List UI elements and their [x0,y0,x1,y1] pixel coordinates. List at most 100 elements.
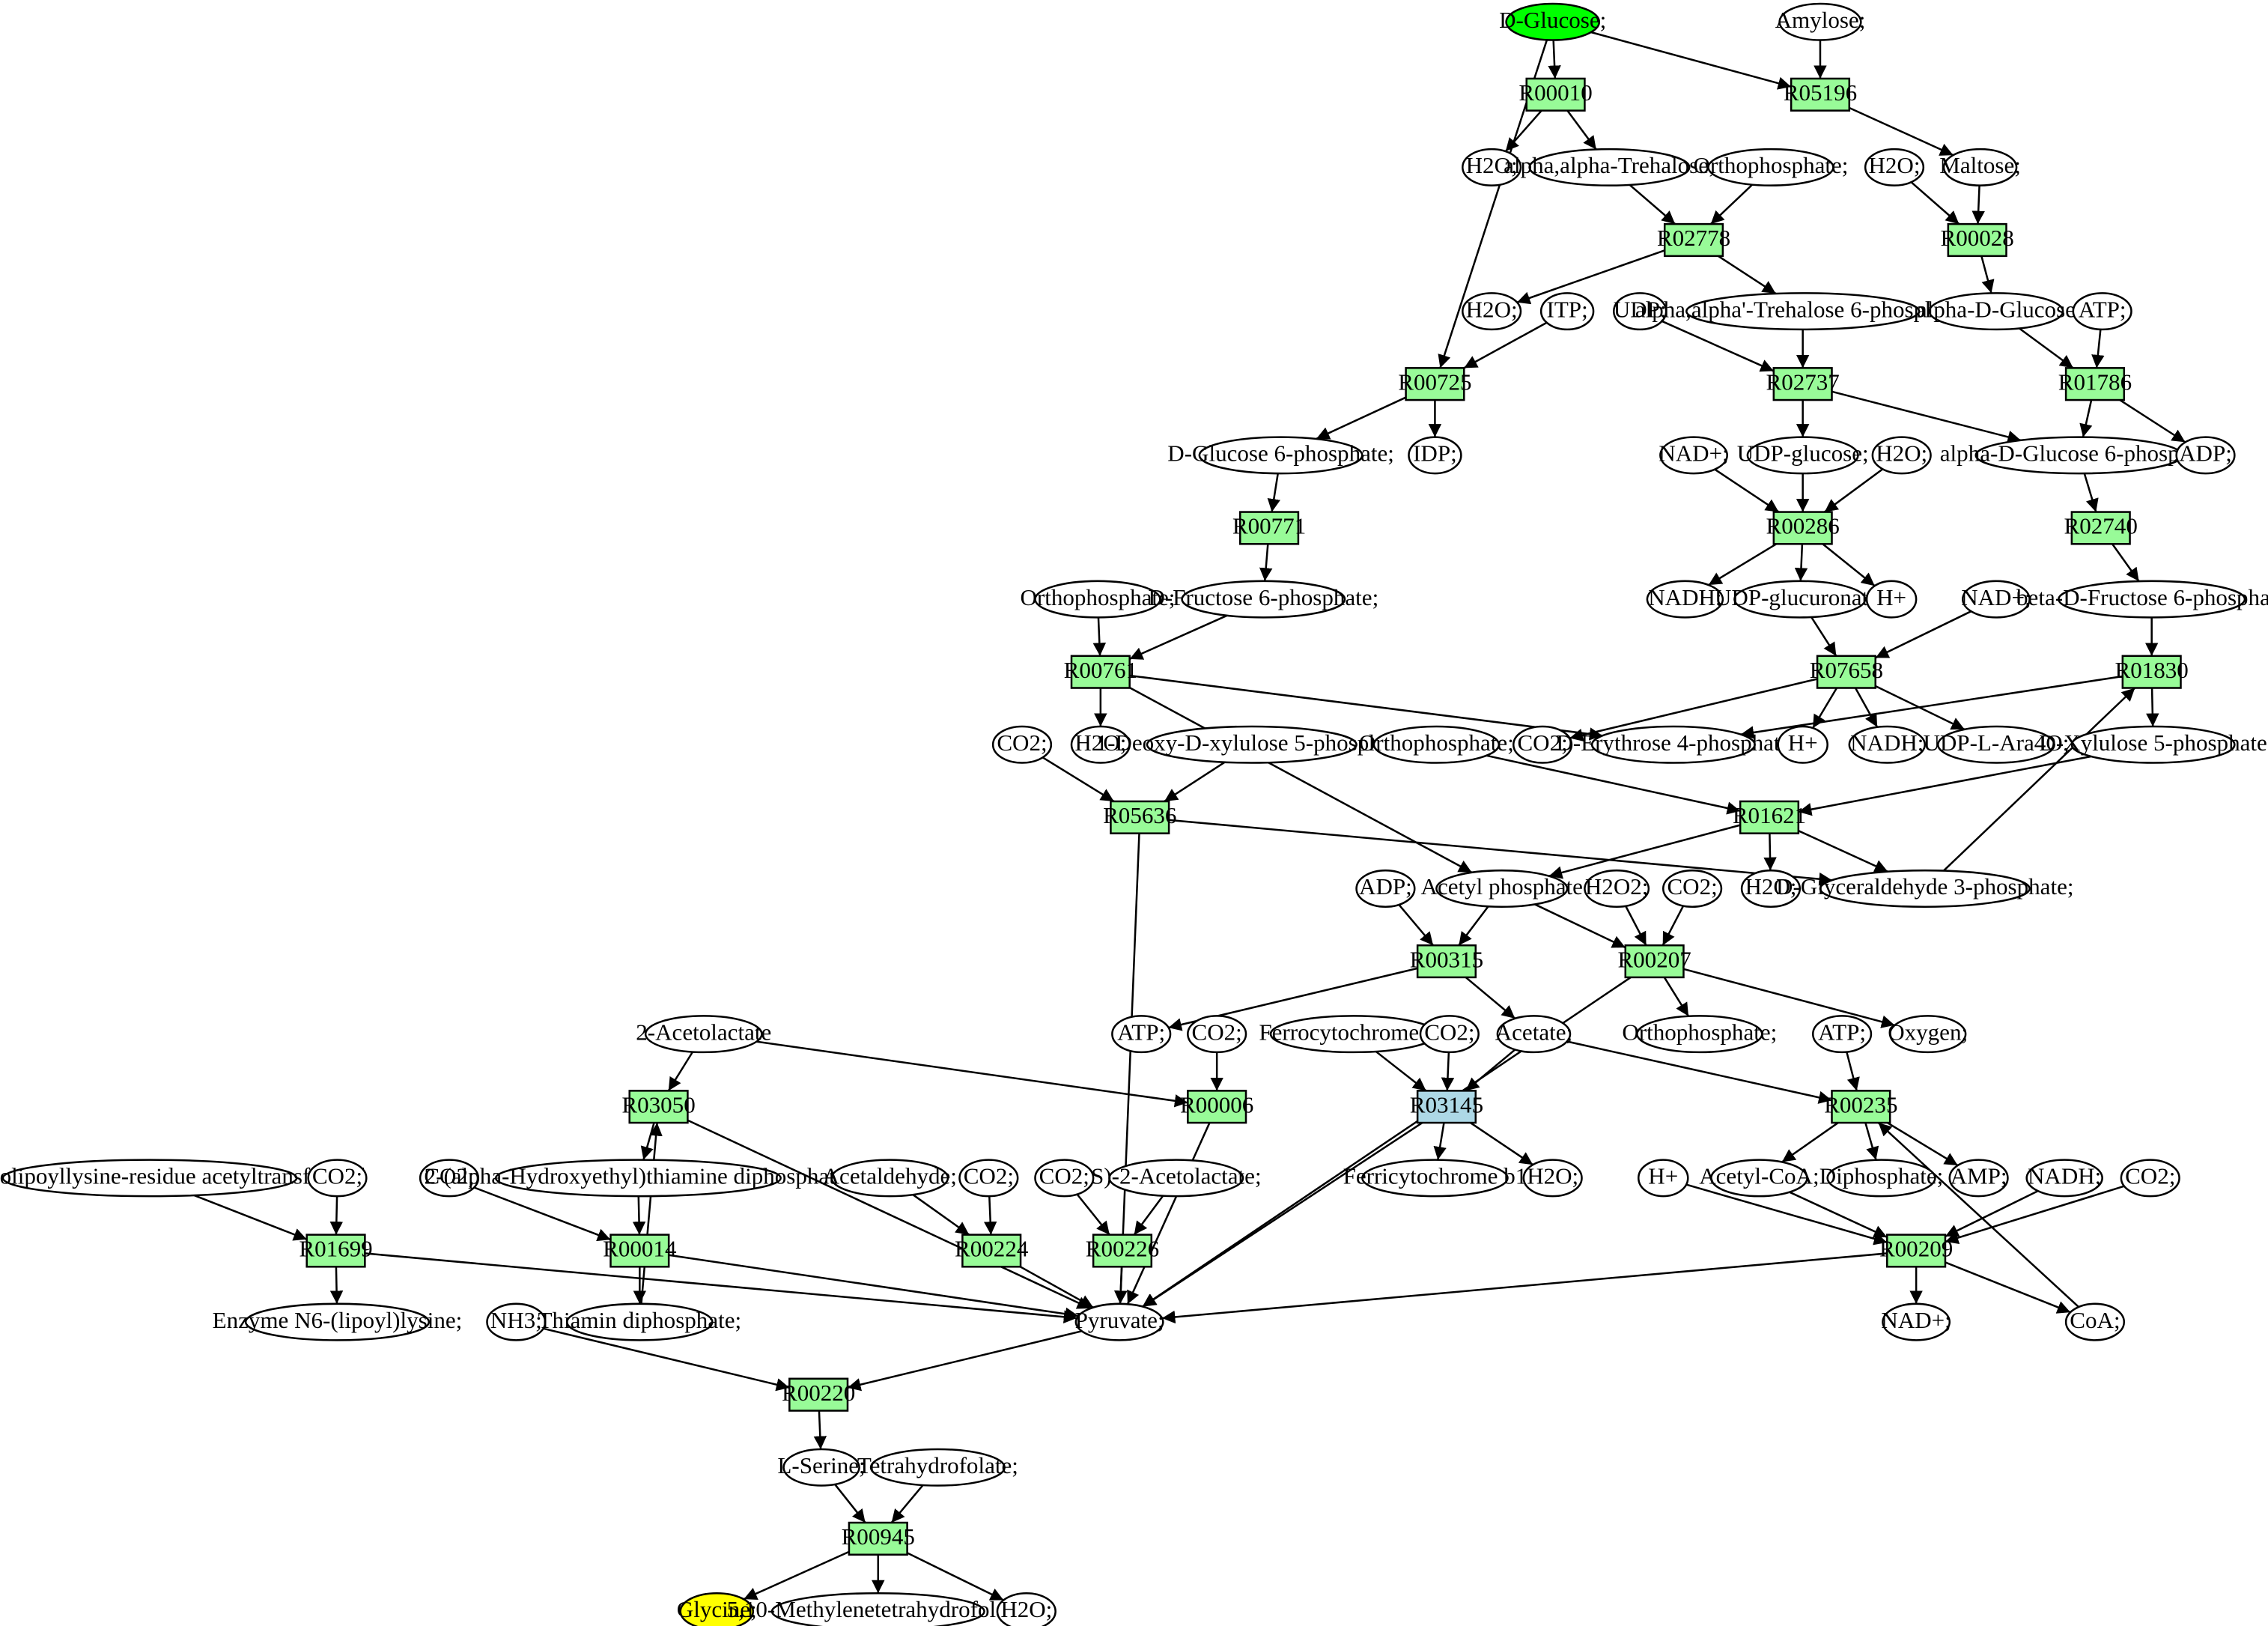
reaction-box [1739,800,1800,834]
edge-ortho_b-to-R00761 [1092,617,1107,656]
reaction-box [1525,77,1586,112]
edge-co2_g-to-R00014 [473,1186,611,1242]
compound-ellipse [1528,148,1691,186]
reaction-box [961,1234,1022,1268]
edge-nadp_a-to-R00286 [1714,468,1780,513]
compound-label: CO2; [312,1163,362,1189]
compound-ellipse [1778,2,1862,41]
compound-ellipse [1777,725,1828,764]
compound-label: H2O; [1466,152,1518,178]
compound-ellipse [494,1159,782,1198]
reaction-label: R00725 [1398,368,1471,395]
compound-label: NADH; [1850,729,1924,756]
compound-ellipse [1710,1159,1808,1198]
compound-node-atp: ATP; [1111,1015,1172,1054]
edge-acetylp-to-R00207 [1534,903,1626,949]
reaction-box [1772,511,1833,545]
reaction-node-r00286: R00286 [1766,511,1840,545]
compound-label: D-Glucose 6-phosphate; [1167,440,1394,467]
compound-node-coa: CoA; [2064,1302,2126,1341]
reaction-box [609,1234,670,1268]
compound-node-diphosphate: Diphosphate; [1819,1159,1943,1198]
compound-ellipse [1435,869,1569,908]
edge-co2_j-to-R00209 [1945,1185,2125,1245]
compound-node-h: H+ [1637,1159,1689,1198]
reaction-box [1790,77,1851,112]
edge-R01621-to-h2o_f [1763,833,1777,871]
compound-label: CO2; [1667,873,1717,900]
compound-ellipse [1198,436,1363,475]
reaction-node-r00315: R00315 [1410,944,1483,979]
compound-node-atp: ATP; [1811,1015,1873,1054]
edge-acetylcoa-to-R00209 [1789,1191,1888,1239]
edge-acetolactate-to-R00006 [756,1040,1188,1108]
edge-lserine-to-R00945 [834,1484,866,1523]
compound-label: Orthophosphate; [1693,152,1848,178]
compound-ellipse [1848,725,1927,764]
compound-label: alpha,alpha'-Trehalose 6-phosphate; [1635,296,1971,322]
reaction-node-r07658: R07658 [1810,655,1883,689]
compound-ellipse [1882,1302,1951,1341]
compound-node-nad: NAD+; [1961,580,2031,619]
compound-label: NAD+; [1659,440,1728,467]
compound-label: Dihydrolipoyllysine-residue acetyltransf… [0,1163,365,1189]
compound-label: NAD+; [1961,584,2031,610]
edge-R00209-to-coa [1945,1261,2071,1314]
edge-R03050-to-hetpp [640,1122,655,1160]
compound-ellipse [1505,2,1601,41]
compound-node-2-acetolactate: 2-Acetolactate [636,1015,771,1054]
edge-R00286-to-hplus_a [1822,543,1876,587]
compound-node-beta-d-fructose-6-phosphate: beta-D-Fructose 6-phosphate [2016,580,2268,619]
compound-ellipse [1928,292,2064,331]
compound-node-h2o: H2O; [1070,725,1131,764]
compound-node-co2: CO2; [1662,869,1723,908]
compound-label: CO2; [1517,729,1567,756]
edge-h2o_d-to-R00286 [1824,468,1884,513]
reaction-label: R01786 [2058,368,2132,395]
reaction-box [1187,1090,1247,1124]
compound-node-acetyl-coa: Acetyl-CoA; [1699,1159,1819,1198]
compound-label: D-Xylulose 5-phosphate [2039,729,2267,756]
compound-ellipse [486,1302,547,1341]
edge-R02737-to-adg6p [1831,390,2022,443]
edge-ortho_c-to-R01621 [1486,754,1741,815]
compound-node-co2: CO2; [958,1159,1019,1198]
edge-adp_b-to-R00315 [1398,904,1435,947]
compound-ellipse [1636,1015,1763,1054]
reaction-box [305,1234,366,1268]
compound-ellipse [2025,1159,2103,1198]
edge-R00224-to-pyruvate [1020,1266,1094,1308]
compound-ellipse [1685,292,1921,331]
compound-node-pyruvate: Pyruvate; [1074,1302,1164,1341]
compound-label: Acetate; [1495,1019,1572,1045]
reaction-node-r00010: R00010 [1518,77,1593,112]
compound-ellipse [1522,1159,1583,1198]
compound-ellipse [1419,1015,1480,1054]
compound-label: ATP; [1117,1019,1165,1045]
compound-ellipse [1637,1159,1689,1198]
compound-label: NADH; [2028,1163,2101,1189]
compound-node-h: H+ [1777,725,1828,764]
edge-sacetolactate-to-R00226 [1133,1195,1164,1236]
reaction-box [628,1090,689,1124]
compound-node-s-2-acetolactate: S)-2-Acetolactate; [1091,1159,1262,1198]
compound-label: Ferricytochrome b1 [1343,1163,1527,1189]
compound-label: CoA; [2070,1307,2120,1333]
compound-node-co2: CO2; [991,725,1053,764]
compound-node-orthophosphate: Orthophosphate; [1693,148,1848,186]
edge-co2_c-to-R00207 [1662,905,1685,946]
reaction-node-r00209: R00209 [1879,1234,1953,1268]
edge-R02740-to-bdf6p [2112,543,2140,582]
compound-ellipse [1539,292,1595,331]
reaction-node-r00771: R00771 [1232,511,1306,545]
compound-node-orthophosphate: Orthophosphate; [1359,725,1514,764]
edge-coa-to-R00235 [1877,1122,2080,1308]
edge-R00014-to-pyruvate [668,1254,1079,1321]
edge-R01830-to-dx5p [2146,688,2159,726]
compound-label: CO2; [1424,1019,1474,1045]
edge-R00761-to-acetylp [1129,687,1473,874]
edge-R05636-to-pyruvate [1114,833,1140,1304]
compound-label: H2O; [1527,1163,1578,1189]
compound-label: ADP; [2179,440,2232,467]
compound-node-adp: ADP; [2175,436,2236,475]
